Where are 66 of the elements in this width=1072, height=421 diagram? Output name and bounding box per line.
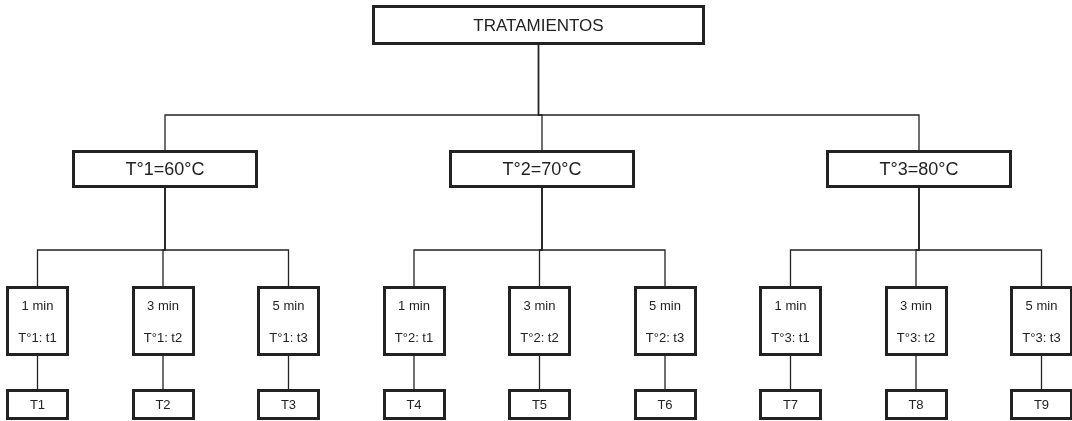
category-box bbox=[884, 389, 948, 420]
node-label: T6 bbox=[657, 398, 673, 411]
category-box bbox=[1010, 389, 1072, 420]
node-label: T°1: t1 bbox=[18, 330, 57, 344]
node-label: T°2: t2 bbox=[520, 330, 559, 344]
node-label: 3 min bbox=[900, 298, 932, 312]
treatment-time-box bbox=[508, 286, 571, 356]
connector-line bbox=[413, 355, 415, 390]
node-label: T°2=70°C bbox=[502, 160, 582, 178]
node-label: T°3: t2 bbox=[896, 330, 936, 344]
node-label: T2 bbox=[155, 398, 171, 411]
node-label: 3 min bbox=[147, 298, 179, 312]
category-box bbox=[6, 389, 69, 420]
category-box bbox=[382, 389, 446, 420]
node-label: T1 bbox=[29, 398, 46, 411]
category-box bbox=[72, 150, 258, 188]
node-label: T°2: t1 bbox=[394, 330, 434, 344]
node-label: T9 bbox=[1033, 398, 1050, 411]
connector-line bbox=[287, 355, 290, 390]
treatment-time-box bbox=[884, 286, 948, 356]
connector-line bbox=[664, 355, 666, 390]
node-label: TRATAMIENTOS bbox=[473, 16, 604, 34]
node-label: T°1: t2 bbox=[143, 330, 183, 344]
category-box bbox=[508, 389, 571, 420]
node-label: T8 bbox=[908, 398, 924, 411]
node-label: 5 min bbox=[1025, 298, 1058, 312]
connector-line bbox=[789, 355, 792, 390]
treatment-time-box bbox=[257, 286, 320, 356]
category-box bbox=[131, 389, 195, 420]
node-label: T°1=60°C bbox=[125, 160, 205, 178]
node-label: 1 min bbox=[774, 298, 807, 312]
connector-line bbox=[162, 355, 164, 390]
node-label: 1 min bbox=[398, 298, 430, 312]
connector-line bbox=[164, 187, 290, 287]
treatment-time-box bbox=[6, 286, 69, 356]
connector-line bbox=[915, 355, 917, 390]
node-label: T4 bbox=[406, 398, 422, 411]
node-label: T7 bbox=[782, 398, 799, 411]
category-box bbox=[449, 150, 635, 188]
treatment-time-box bbox=[633, 286, 697, 356]
node-label: T°3: t1 bbox=[771, 330, 810, 344]
node-label: T°1: t3 bbox=[269, 330, 308, 344]
node-label: 5 min bbox=[272, 298, 305, 312]
category-box bbox=[826, 150, 1012, 188]
connector-line bbox=[538, 355, 541, 390]
node-label: 5 min bbox=[649, 298, 681, 312]
treatment-time-box bbox=[759, 286, 822, 356]
connector-line bbox=[918, 187, 1043, 287]
connector-line bbox=[541, 187, 666, 287]
node-label: T°2: t3 bbox=[645, 330, 685, 344]
category-box bbox=[759, 389, 822, 420]
node-label: 1 min bbox=[21, 298, 54, 312]
category-box bbox=[633, 389, 697, 420]
treatment-time-box bbox=[1010, 286, 1072, 356]
node-label: T°3=80°C bbox=[879, 160, 959, 178]
category-box bbox=[257, 389, 320, 420]
node-label: 3 min bbox=[523, 298, 556, 312]
treatment-time-box bbox=[382, 286, 446, 356]
connector-line bbox=[36, 355, 39, 390]
node-label: T3 bbox=[280, 398, 297, 411]
treatment-time-box bbox=[131, 286, 195, 356]
node-label: T°3: t3 bbox=[1022, 330, 1061, 344]
root-box bbox=[372, 5, 705, 45]
connector-line bbox=[537, 44, 920, 151]
connector-line bbox=[1040, 355, 1043, 390]
node-label: T5 bbox=[531, 398, 548, 411]
